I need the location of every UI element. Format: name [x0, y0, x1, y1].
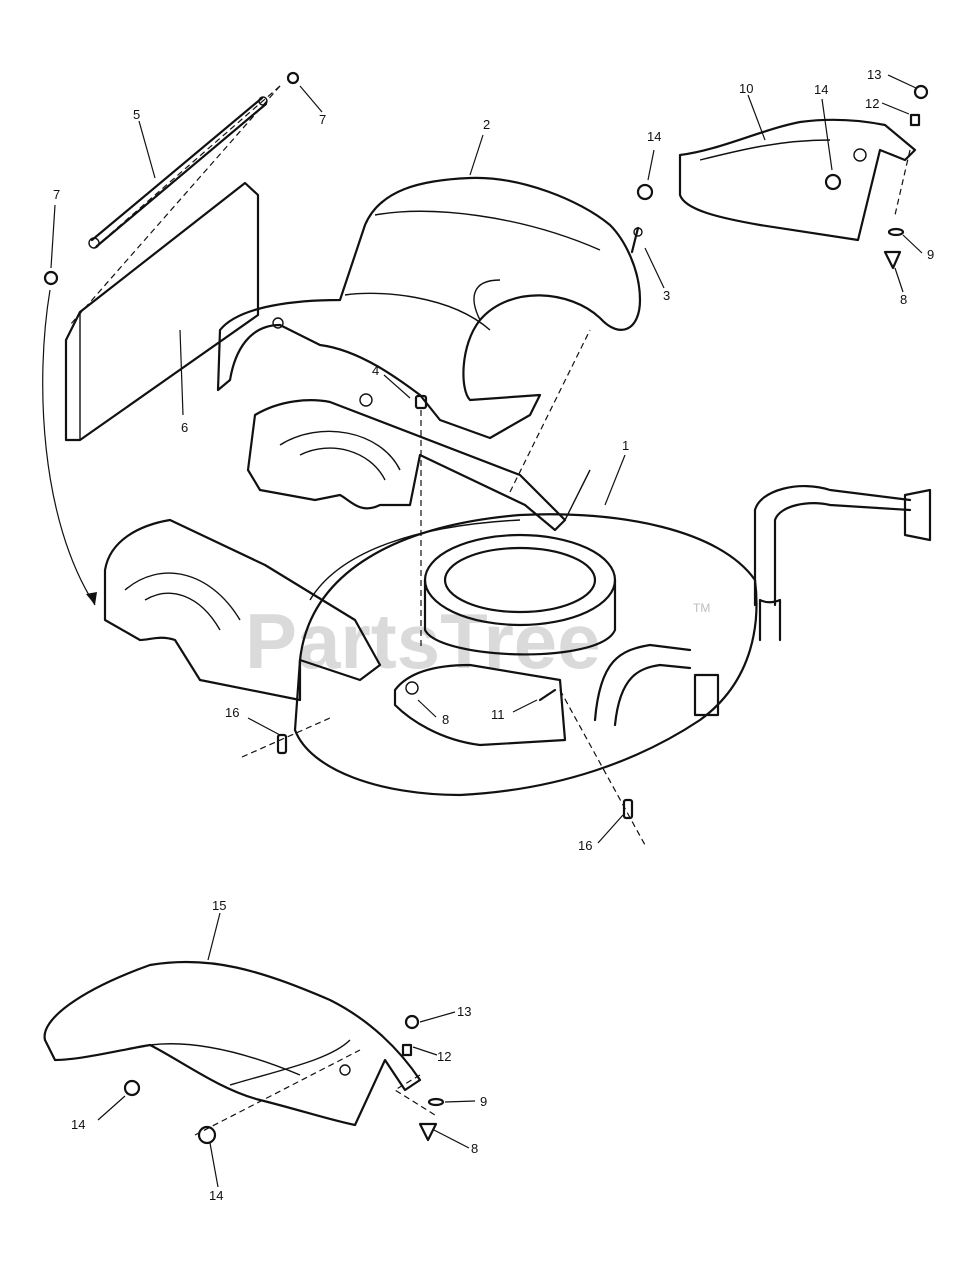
deck-handle-tube — [593, 485, 932, 727]
callout-16-right: 16 — [578, 838, 592, 853]
part-14-nut-lower-a — [123, 1079, 141, 1097]
callout-8-upper: 8 — [900, 292, 907, 307]
part-1-deck — [293, 469, 758, 797]
part-9-washer-lower — [427, 1097, 445, 1107]
callout-3: 3 — [663, 288, 670, 303]
callout-13-lower: 13 — [457, 1004, 471, 1019]
part-6-plate — [64, 181, 260, 442]
callout-7-left: 7 — [53, 187, 60, 202]
upper-chute-bracket — [246, 399, 567, 532]
part-10-side-chute — [678, 118, 917, 242]
callout-4: 4 — [372, 363, 379, 378]
callout-12-lower: 12 — [437, 1049, 451, 1064]
callout-9-upper: 9 — [927, 247, 934, 262]
callout-12-upper: 12 — [865, 96, 879, 111]
part-12-spacer-lower — [401, 1043, 413, 1057]
part-9-washer-upper — [887, 227, 905, 237]
part-3-bolt — [630, 226, 643, 254]
part-15-lower-chute — [43, 960, 436, 1136]
part-13-nut-lower — [404, 1014, 420, 1030]
dashed-line — [241, 717, 331, 758]
callout-14-upper-left: 14 — [647, 129, 661, 144]
callout-16-left: 16 — [225, 705, 239, 720]
dashed-line — [509, 329, 591, 493]
part-2-deck-cover — [216, 176, 642, 440]
callout-13-upper: 13 — [867, 67, 881, 82]
center-bracket — [393, 663, 567, 747]
callout-5: 5 — [133, 107, 140, 122]
part-4-fastener — [414, 394, 428, 650]
callout-9-lower: 9 — [480, 1094, 487, 1109]
callout-1: 1 — [622, 438, 629, 453]
part-14-nut-upper — [636, 183, 654, 201]
arrow-line — [42, 289, 96, 606]
leader-lines — [50, 74, 923, 1188]
part-7-nut-top — [286, 71, 300, 85]
part-14-nut-lower-b — [197, 1125, 217, 1145]
callout-14-upper-right: 14 — [814, 82, 828, 97]
part-14-nut-upper-b — [824, 173, 842, 191]
part-8-bolt-upper — [883, 250, 902, 270]
part-5-rod — [88, 96, 268, 249]
watermark-trademark: TM — [693, 601, 710, 615]
callout-14-lower-left: 14 — [71, 1117, 85, 1132]
dashed-line — [91, 85, 281, 251]
part-8-bolt-lower — [418, 1122, 438, 1142]
part-13-nut-upper — [913, 84, 929, 100]
lower-chute-plate — [103, 518, 382, 702]
callout-10: 10 — [739, 81, 753, 96]
callout-14-lower-bottom: 14 — [209, 1188, 223, 1203]
part-16-clip-left — [276, 733, 288, 755]
callout-8-lower: 8 — [471, 1141, 478, 1156]
part-7-nut-left — [43, 270, 59, 286]
callout-15: 15 — [212, 898, 226, 913]
callout-8-center: 8 — [442, 712, 449, 727]
callout-6: 6 — [181, 420, 188, 435]
callout-2: 2 — [483, 117, 490, 132]
arrow-head — [86, 592, 97, 605]
part-16-clip-right — [622, 798, 634, 820]
callout-7-top: 7 — [319, 112, 326, 127]
part-12-spacer-upper — [909, 113, 921, 127]
dashed-line — [69, 85, 281, 326]
callout-11: 11 — [491, 707, 505, 722]
